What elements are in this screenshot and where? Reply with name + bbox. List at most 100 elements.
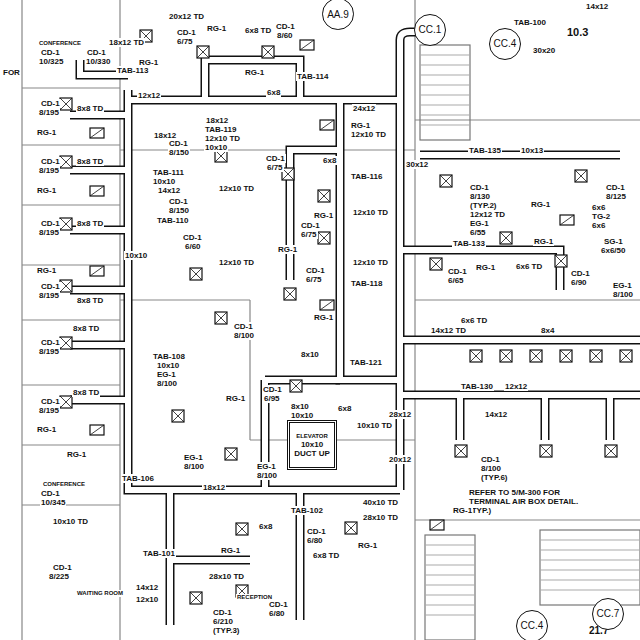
plan-label: (TYP.6) bbox=[480, 473, 509, 482]
plan-label: RG-1 bbox=[36, 186, 57, 195]
plan-label: 10/325 bbox=[38, 57, 64, 66]
plan-label: 10.3 bbox=[566, 26, 589, 38]
plan-label: CD-1 bbox=[86, 48, 107, 57]
plan-label: 6/75 bbox=[305, 275, 323, 284]
plan-line bbox=[284, 288, 296, 300]
plan-label: 8/100 bbox=[480, 464, 502, 473]
plan-line bbox=[318, 190, 330, 202]
plan-label: 8/100 bbox=[256, 471, 278, 480]
plan-label: 28x12 bbox=[388, 410, 412, 419]
plan-label: CD-1 bbox=[40, 99, 61, 108]
plan-label: (TYP.3) bbox=[212, 626, 241, 635]
plan-label: 6x6 TD bbox=[515, 262, 543, 271]
plan-label: TAB-135 bbox=[468, 146, 502, 155]
plan-label: TG-2 bbox=[591, 212, 611, 221]
plan-label: 6/90 bbox=[570, 278, 588, 287]
plan-line bbox=[90, 266, 104, 276]
plan-label: 8x8 TD bbox=[76, 157, 104, 166]
plan-line bbox=[430, 520, 444, 530]
plan-label: 8x10 bbox=[290, 402, 310, 411]
plan-line bbox=[60, 218, 72, 230]
plan-line bbox=[172, 410, 184, 422]
plan-label: RG-1 bbox=[36, 425, 57, 434]
plan-label: 12x10 TD bbox=[350, 130, 387, 139]
plan-line bbox=[170, 490, 300, 625]
column-bubble: CC.4 bbox=[516, 610, 549, 640]
plan-label: TAB-113 bbox=[116, 66, 149, 75]
plan-line bbox=[60, 337, 72, 349]
plan-label: 6x8 bbox=[266, 88, 281, 97]
plan-label: RG-1 bbox=[313, 211, 334, 220]
plan-line bbox=[555, 255, 567, 267]
plan-label: RG-1 bbox=[36, 128, 57, 137]
plan-label: TAB-114 bbox=[296, 72, 329, 81]
plan-label: 24x12 bbox=[352, 104, 376, 113]
plan-line bbox=[290, 100, 400, 380]
plan-line bbox=[420, 55, 470, 125]
plan-line bbox=[215, 312, 227, 324]
plan-label: 8x8 TD bbox=[72, 388, 100, 397]
plan-line bbox=[70, 115, 128, 400]
plan-line bbox=[530, 350, 542, 362]
plan-line bbox=[425, 535, 475, 640]
plan-line bbox=[318, 232, 330, 244]
plan-label: 6x6 bbox=[591, 203, 606, 212]
plan-label: CD-1 bbox=[306, 527, 327, 536]
plan-label: TAB-100 bbox=[513, 18, 547, 27]
plan-label: CD-1 bbox=[40, 338, 61, 347]
plan-line bbox=[205, 60, 300, 100]
plan-label: RG-1 bbox=[220, 546, 241, 555]
plan-line bbox=[60, 396, 72, 408]
plan-label: RG-1 bbox=[277, 245, 298, 254]
plan-label: 8/225 bbox=[48, 572, 70, 581]
plan-line bbox=[400, 155, 640, 395]
plan-label: RG-1 bbox=[66, 450, 87, 459]
plan-label: 8/150 bbox=[168, 148, 190, 157]
plan-label: 12x10 TD bbox=[218, 258, 255, 267]
plan-label: CD-1 bbox=[305, 266, 326, 275]
plan-line bbox=[540, 540, 640, 590]
plan-line bbox=[320, 300, 334, 310]
plan-label: CD-1 bbox=[176, 28, 197, 37]
plan-label: CD-1 bbox=[52, 563, 73, 572]
plan-line bbox=[60, 98, 72, 110]
plan-label: RG-1 bbox=[475, 263, 496, 272]
plan-label: EG-1 bbox=[612, 281, 633, 290]
plan-label: CD-1 bbox=[40, 397, 61, 406]
plan-label: 10x10 bbox=[290, 411, 314, 420]
plan-label: RG-1 bbox=[452, 506, 473, 515]
plan-label: 6/75 bbox=[300, 230, 318, 239]
plan-line bbox=[320, 120, 334, 130]
plan-line bbox=[620, 350, 632, 362]
plan-label: 14x12 bbox=[157, 186, 181, 195]
plan-line bbox=[345, 522, 357, 534]
plan-label: 12x10 bbox=[135, 595, 159, 604]
elevator-shaft: ELEVATOR10x10 DUCT UP bbox=[287, 420, 337, 470]
plan-label: REFER TO 5/M-300 FOR TERMINAL AIR BOX DE… bbox=[468, 488, 595, 515]
grid-label: CC.4 bbox=[521, 620, 544, 631]
plan-label: 6/65 bbox=[447, 276, 465, 285]
plan-label: 6/55 bbox=[469, 228, 487, 237]
plan-line bbox=[560, 215, 574, 225]
plan-line bbox=[455, 445, 467, 457]
plan-line bbox=[470, 350, 482, 362]
plan-label: 8x10 bbox=[300, 350, 320, 359]
plan-label: 12x12 bbox=[137, 91, 161, 100]
plan-label: RG-1 bbox=[350, 121, 371, 130]
plan-label: CD-1 bbox=[265, 154, 286, 163]
terminal-symbols bbox=[60, 30, 632, 604]
plan-line bbox=[236, 523, 248, 535]
plan-label: 14x12 bbox=[135, 583, 159, 592]
plan-label: RG-1 bbox=[530, 200, 551, 209]
plan-label: 12x12 bbox=[504, 382, 528, 391]
plan-line bbox=[128, 90, 400, 490]
plan-label: 12x10 TD bbox=[218, 184, 255, 193]
plan-label: 30x20 bbox=[532, 46, 556, 55]
plan-label: 28x10 TD bbox=[362, 513, 399, 522]
plan-label: 8/100 bbox=[233, 331, 255, 340]
plan-label: 18x12 bbox=[205, 116, 229, 125]
plan-label: WAITING ROOM bbox=[76, 590, 124, 597]
plan-label: 10x10 TD bbox=[356, 421, 393, 430]
plan-line bbox=[500, 350, 512, 362]
